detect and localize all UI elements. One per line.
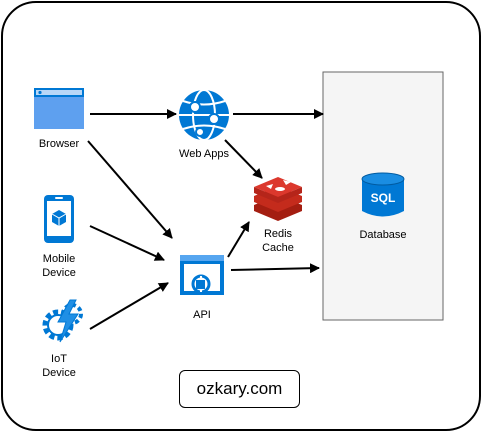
edges xyxy=(87,109,324,330)
api-label: API xyxy=(193,309,211,321)
edge-mobile-api xyxy=(89,225,165,261)
mobile-device-label: Mobile Device xyxy=(42,253,76,279)
browser-label: Browser xyxy=(38,138,80,150)
brand-badge: ozkary.com xyxy=(179,370,300,408)
edge-browser-api xyxy=(87,140,173,239)
sql-database-icon: SQL xyxy=(361,172,405,217)
edge-api-redis xyxy=(227,221,250,258)
web-apps-label: Web Apps xyxy=(179,148,229,160)
edge-iot-api xyxy=(89,282,169,330)
api-icon xyxy=(180,255,224,295)
iot-device-label: IoT Device xyxy=(42,353,76,379)
browser-icon xyxy=(34,88,84,129)
redis-cache-label: Redis Cache xyxy=(262,228,294,254)
edge-webapps-redis xyxy=(224,139,263,179)
edge-api-database xyxy=(230,263,320,274)
iot-device-icon xyxy=(42,299,83,343)
mobile-device-icon xyxy=(44,195,74,243)
web-apps-icon xyxy=(179,89,229,141)
sql-icon-label: SQL xyxy=(371,191,396,205)
database-label: Database xyxy=(359,229,407,241)
redis-cache-icon xyxy=(254,177,302,221)
